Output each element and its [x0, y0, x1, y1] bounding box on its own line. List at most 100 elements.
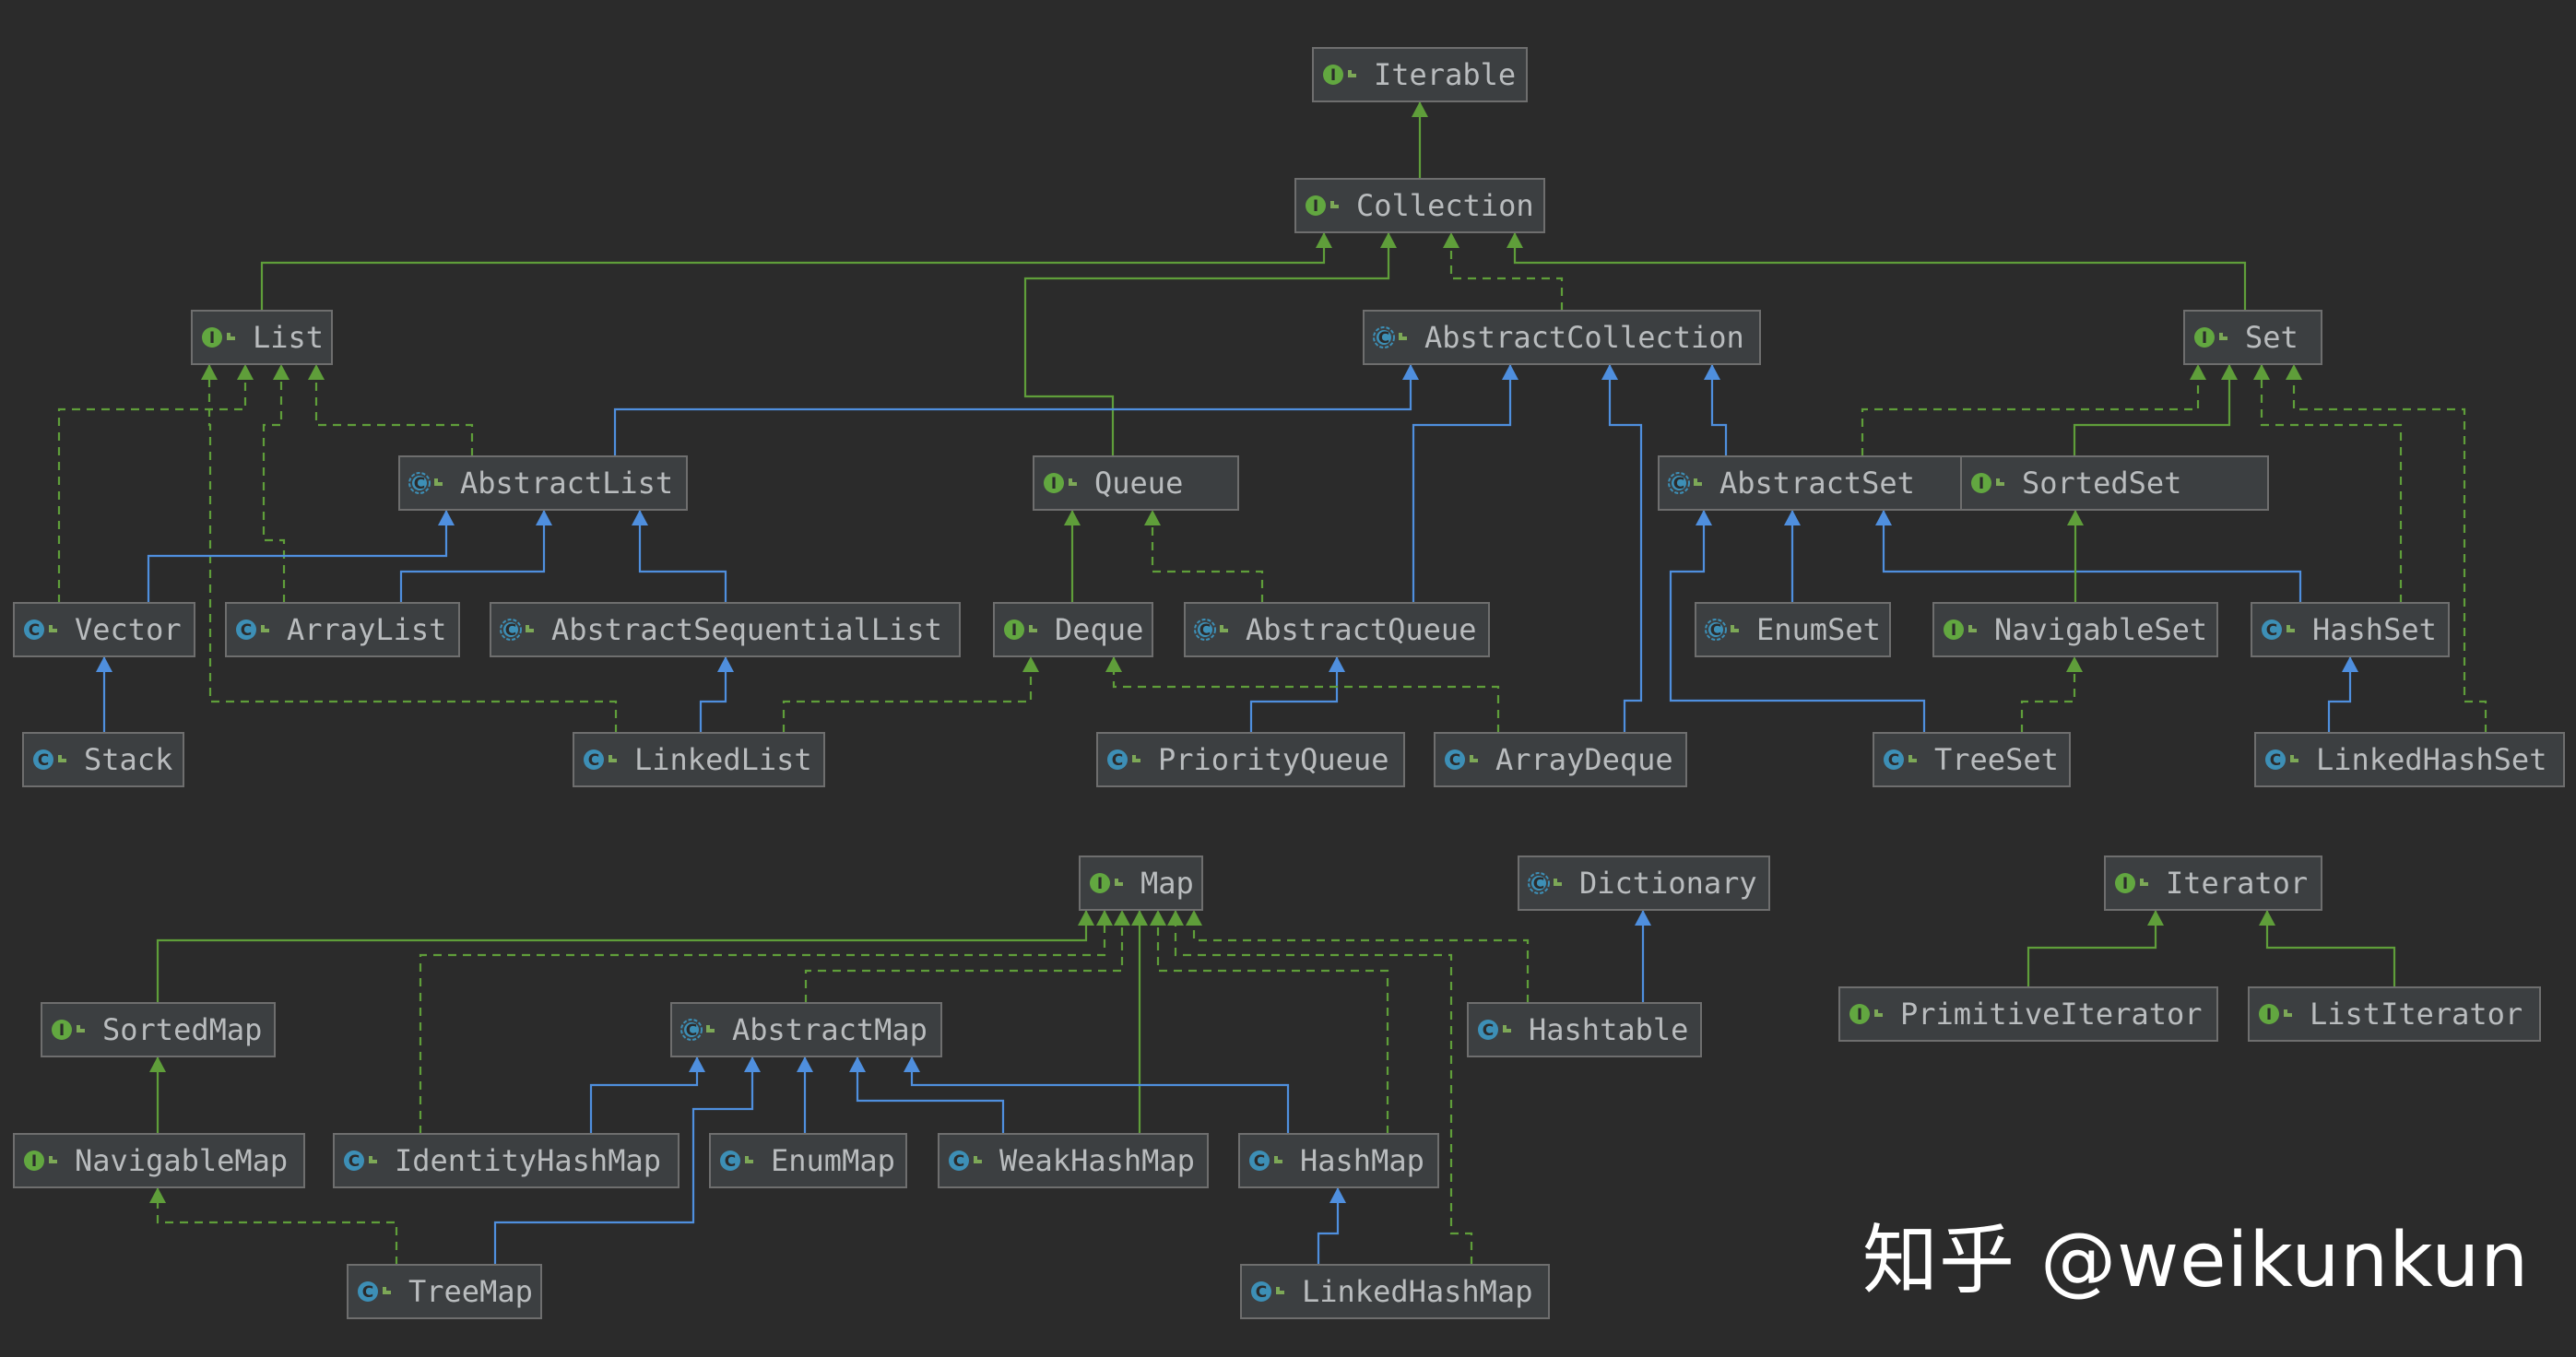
class-badge-icon: C — [949, 1150, 982, 1171]
edge-arraydeque-to-abstractcollection — [1601, 364, 1643, 733]
interface-badge-icon: I — [1306, 195, 1339, 216]
edge-hashtable-to-dictionary — [1635, 910, 1651, 1003]
node-label: LinkedHashMap — [1302, 1274, 1532, 1309]
node-label: Map — [1140, 866, 1194, 901]
arrowhead-icon — [1507, 232, 1523, 248]
arrowhead-icon — [149, 1187, 166, 1203]
arrowhead-icon — [2221, 364, 2238, 380]
class-badge-icon: C — [1668, 472, 1702, 494]
class-badge-icon: C — [2265, 749, 2298, 770]
svg-text:C: C — [505, 621, 516, 640]
node-label: AbstractList — [460, 466, 673, 501]
edge-hashset-to-set — [2253, 364, 2403, 603]
class-badge-icon: C — [1884, 749, 1917, 770]
svg-text:C: C — [588, 751, 599, 770]
node-label: Deque — [1055, 612, 1143, 647]
svg-text:C: C — [686, 1021, 697, 1040]
svg-text:I: I — [2266, 1006, 2272, 1024]
interface-badge-icon: I — [52, 1020, 85, 1040]
node-label: Stack — [84, 742, 172, 777]
node-label: AbstractSet — [1719, 466, 1915, 501]
class-badge-icon: C — [584, 749, 617, 770]
node-label: AbstractQueue — [1246, 612, 1476, 647]
edge-abstractset-to-abstractcollection — [1704, 364, 1728, 456]
svg-text:C: C — [1710, 621, 1721, 640]
node-label: NavigableMap — [75, 1143, 288, 1178]
interface-badge-icon: I — [1323, 65, 1356, 85]
edge-hashtable-to-map — [1186, 910, 1530, 1003]
edge-listiterator-to-iterator — [2259, 910, 2396, 987]
class-badge-icon: C — [1249, 1150, 1282, 1171]
node-label: Queue — [1094, 466, 1183, 501]
node-label: PrimitiveIterator — [1900, 997, 2203, 1032]
class-badge-icon: C — [358, 1281, 391, 1302]
node-abstractmap[interactable]: C AbstractMap — [670, 1002, 942, 1057]
arrowhead-icon — [308, 364, 325, 380]
edge-abstractmap-to-map — [804, 910, 1130, 1003]
node-label: ArrayDeque — [1495, 742, 1673, 777]
edge-collection-to-iterable — [1412, 101, 1428, 179]
svg-text:C: C — [1112, 751, 1123, 770]
node-abstractset[interactable]: C AbstractSet — [1658, 455, 1976, 511]
svg-text:I: I — [1951, 621, 1956, 640]
node-label: AbstractMap — [732, 1012, 928, 1047]
arrowhead-icon — [149, 1056, 166, 1072]
edge-treeset-to-abstractset — [1669, 510, 1926, 733]
arrowhead-icon — [1078, 910, 1094, 926]
arrowhead-icon — [1114, 910, 1130, 926]
node-label: AbstractCollection — [1424, 320, 1744, 355]
arrowhead-icon — [2286, 364, 2302, 380]
edge-sortedmap-to-map — [156, 910, 1094, 1003]
arrowhead-icon — [1022, 656, 1039, 672]
arrowhead-icon — [2067, 510, 2084, 525]
svg-text:I: I — [1979, 475, 1984, 493]
arrowhead-icon — [744, 1056, 761, 1072]
edge-abstractqueue-to-queue — [1144, 510, 1264, 603]
svg-text:C: C — [29, 621, 40, 640]
class-badge-icon: C — [1478, 1020, 1511, 1040]
arrowhead-icon — [1186, 910, 1202, 926]
arrowhead-icon — [1064, 510, 1081, 525]
edge-stack-to-vector — [96, 656, 112, 733]
edge-weakhashmap-to-map — [1131, 910, 1148, 1134]
arrowhead-icon — [438, 510, 455, 525]
edge-linkedlist-to-list — [201, 364, 618, 733]
edge-identityhashmap-to-abstractmap — [589, 1056, 705, 1134]
